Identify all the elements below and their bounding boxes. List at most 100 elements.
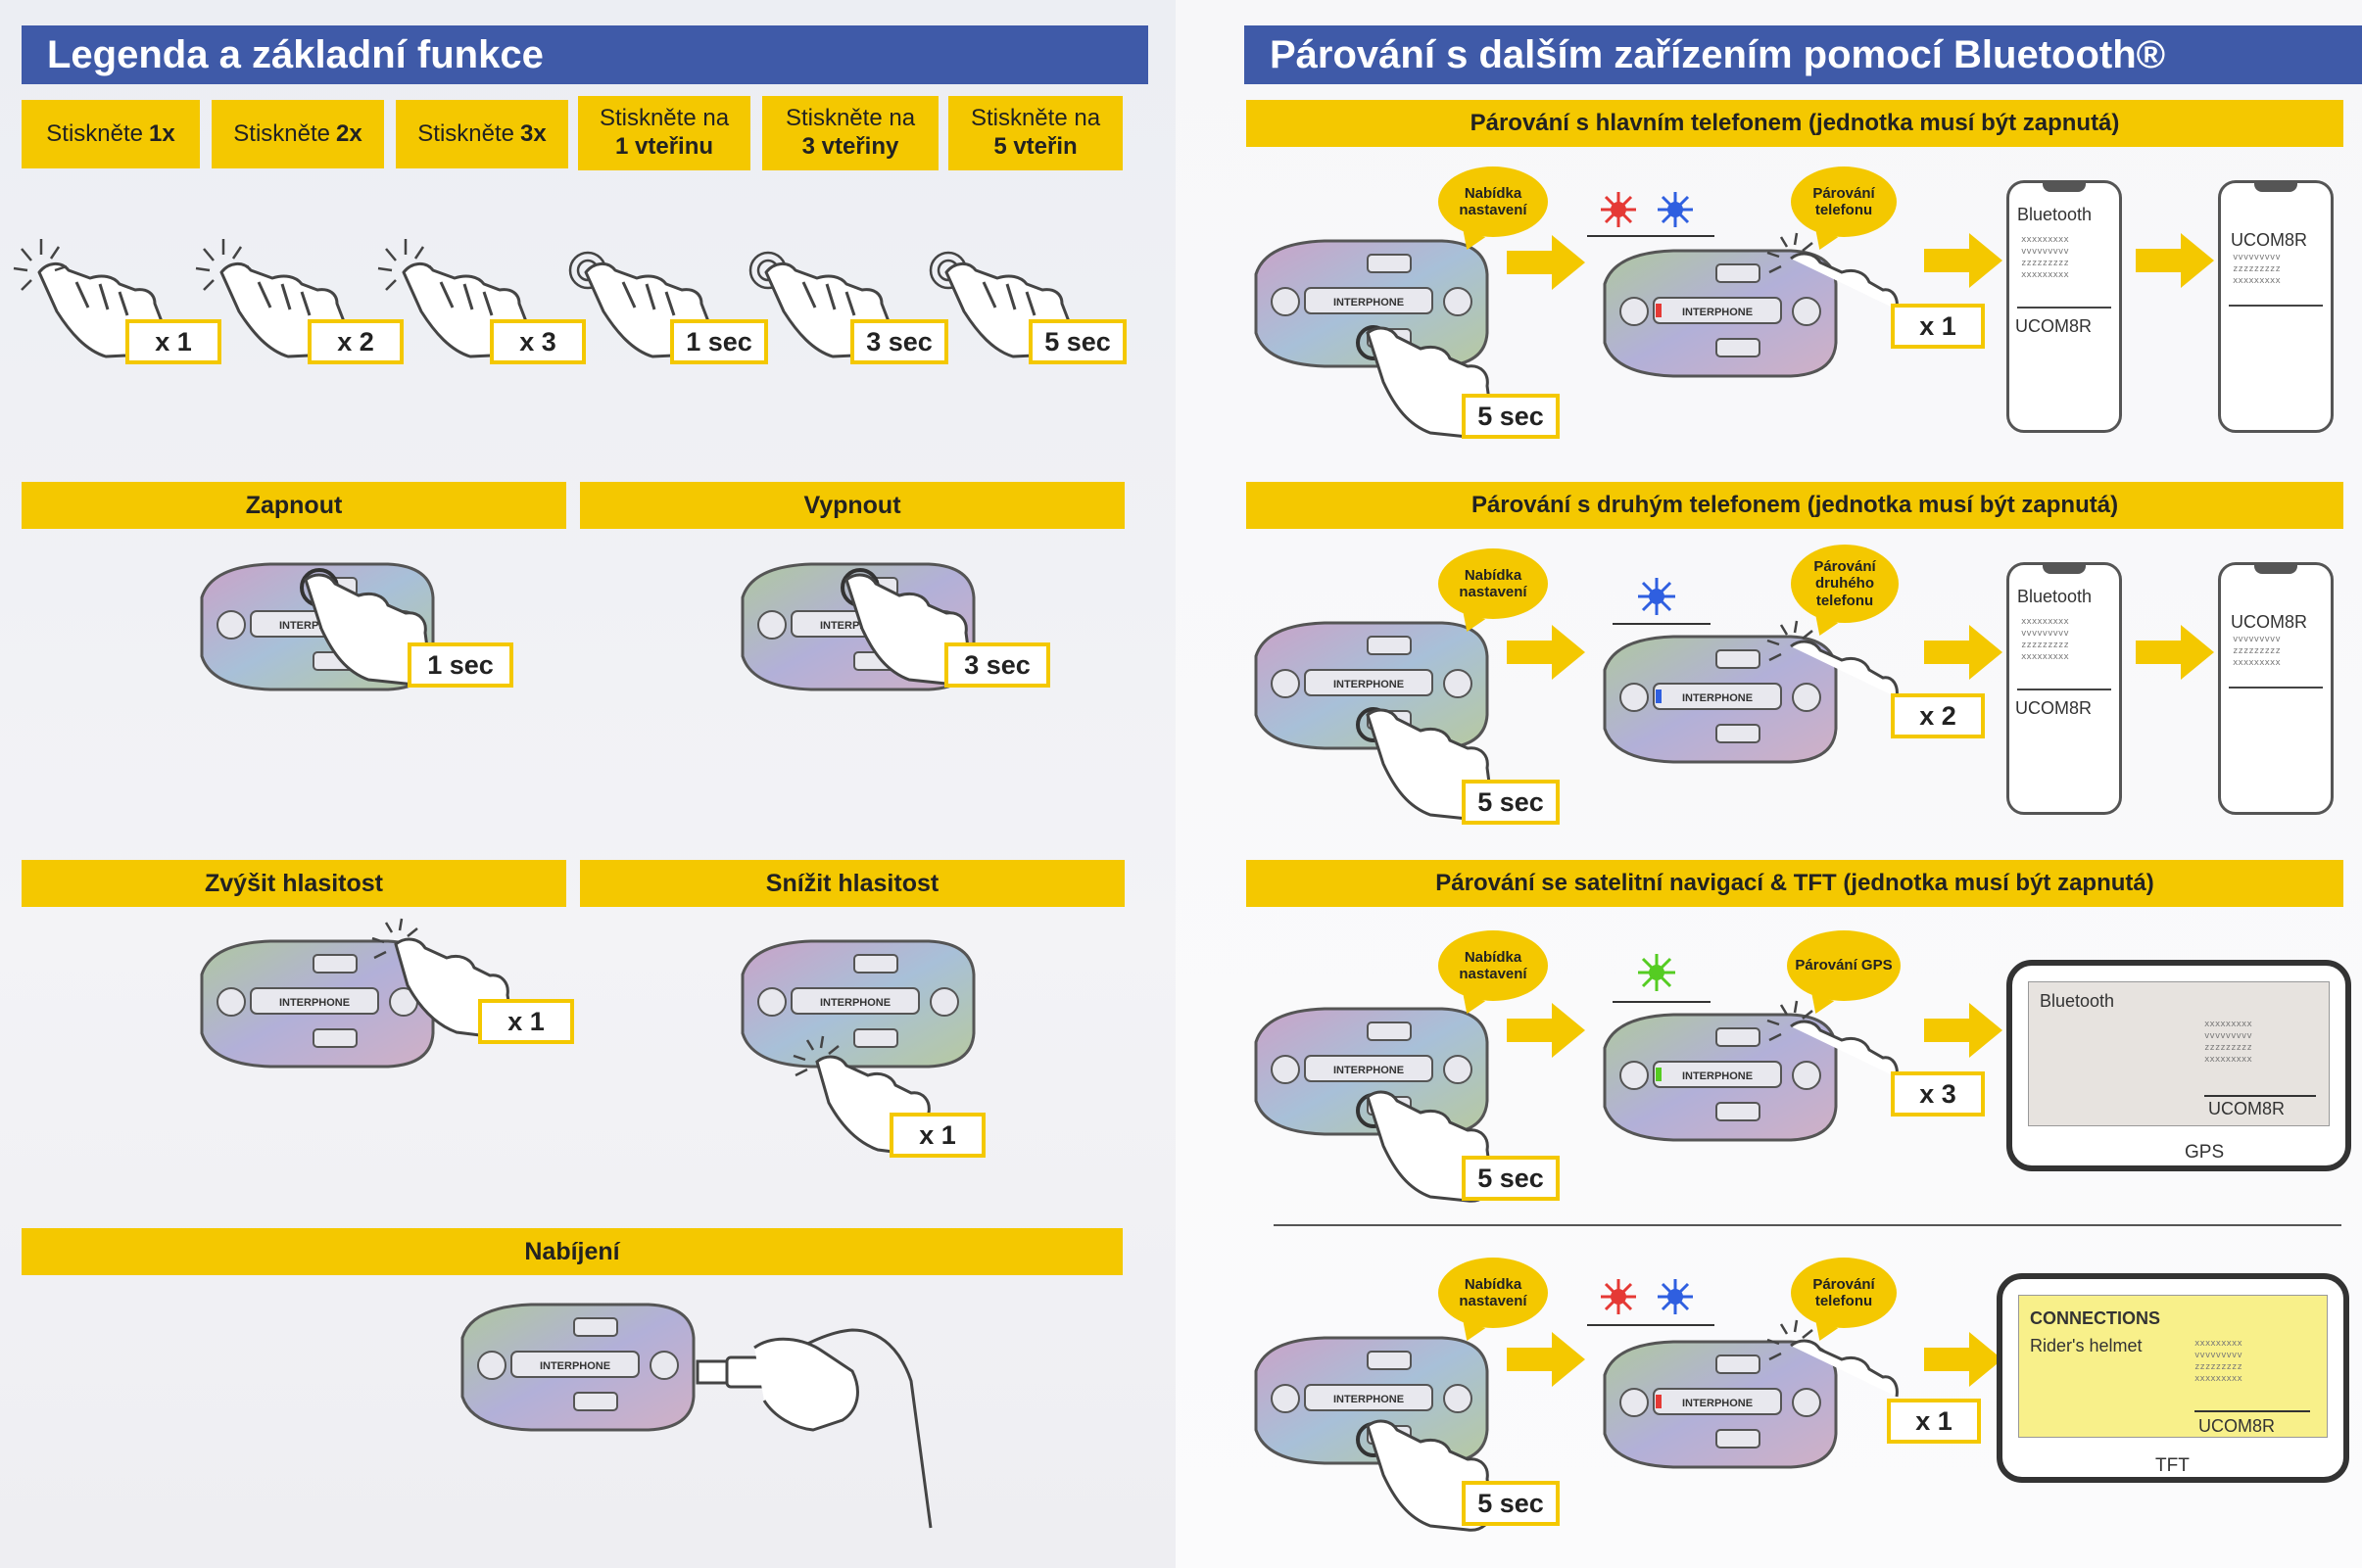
badge-on-1sec: 1 sec bbox=[408, 642, 513, 688]
badge-hold-5sec: 5 sec bbox=[1462, 1481, 1560, 1526]
legend-header: Legenda a základní funkce bbox=[22, 25, 1148, 84]
arrow-right-icon bbox=[1924, 1003, 2002, 1058]
legend-bold: 3x bbox=[520, 119, 547, 147]
phone-device-name: UCOM8R bbox=[2231, 230, 2308, 250]
gps-screen-title: Bluetooth bbox=[2040, 991, 2115, 1011]
legend-bold: 1x bbox=[149, 119, 175, 147]
bubble-settings-menu: Nabídka nastavení bbox=[1438, 930, 1548, 1001]
hand-tap-icon bbox=[1766, 232, 1899, 310]
phone-device-name[interactable]: UCOM8R bbox=[2015, 316, 2093, 336]
arrow-right-icon bbox=[1924, 1332, 2002, 1387]
led-rule bbox=[1587, 1324, 1714, 1326]
hand-press-icon bbox=[304, 573, 431, 686]
intercom-device bbox=[1603, 635, 1838, 764]
phone-device-name[interactable]: UCOM8R bbox=[2015, 698, 2093, 718]
badge-x3: x 3 bbox=[490, 319, 586, 364]
badge-hold-5sec: 5 sec bbox=[1462, 780, 1560, 825]
arrow-right-icon bbox=[2136, 233, 2214, 288]
hand-tap-icon bbox=[1766, 1319, 1899, 1398]
volume-up-bar: Zvýšit hlasitost bbox=[22, 860, 566, 907]
led-rule bbox=[1587, 235, 1714, 237]
pairing-second-phone-bar: Párování s druhým telefonem (jednotka mu… bbox=[1246, 482, 2343, 529]
arrow-right-icon bbox=[1507, 1003, 1585, 1058]
tft-screen-title: CONNECTIONS bbox=[2030, 1308, 2161, 1328]
badge-hold-5sec: 5 sec bbox=[1462, 1156, 1560, 1201]
tft-device-name[interactable]: UCOM8R bbox=[2198, 1416, 2276, 1436]
legend-text: Stiskněte bbox=[46, 119, 143, 147]
section-divider bbox=[1274, 1224, 2341, 1226]
tft-screen-display bbox=[2018, 1295, 2328, 1438]
badge-3sec: 3 sec bbox=[850, 319, 948, 364]
legend-bold: 3 vteřiny bbox=[801, 133, 899, 160]
gps-divider bbox=[2204, 1095, 2316, 1097]
legend-text: Stiskněte na bbox=[599, 105, 730, 132]
badge-1sec: 1 sec bbox=[670, 319, 768, 364]
tft-divider bbox=[2194, 1410, 2310, 1412]
legend-bold: 1 vteřinu bbox=[614, 133, 714, 160]
badge-off-3sec: 3 sec bbox=[944, 642, 1050, 688]
phone-notch bbox=[2043, 564, 2086, 574]
arrow-right-icon bbox=[1507, 625, 1585, 680]
phone-title: Bluetooth bbox=[2017, 587, 2093, 606]
badge-voldown-x1: x 1 bbox=[890, 1113, 986, 1158]
led-green-icon bbox=[1638, 954, 1675, 991]
phone-title: Bluetooth bbox=[2017, 205, 2093, 224]
hand-press-icon bbox=[1366, 1090, 1493, 1203]
badge-press-x1: x 1 bbox=[1891, 304, 1985, 349]
led-rule bbox=[1613, 623, 1711, 625]
hand-press-icon bbox=[1366, 708, 1493, 821]
legend-text: Stiskněte bbox=[417, 119, 514, 147]
bubble-phone-pairing: Párování telefonu bbox=[1791, 166, 1897, 237]
bubble-phone-pairing: Párování telefonu bbox=[1791, 1258, 1897, 1328]
phone-divider bbox=[2229, 687, 2323, 689]
badge-press-x3: x 3 bbox=[1891, 1071, 1985, 1117]
bubble-second-phone-pairing: Párování druhého telefonu bbox=[1791, 545, 1899, 623]
arrow-right-icon bbox=[1507, 235, 1585, 290]
tft-screen-subtitle: Rider's helmet bbox=[2030, 1336, 2143, 1355]
bubble-settings-menu: Nabídka nastavení bbox=[1438, 548, 1548, 619]
hand-press-icon bbox=[1366, 326, 1493, 439]
hand-tap-icon bbox=[1766, 1000, 1899, 1078]
pairing-gps-tft-bar: Párování se satelitní navigací & TFT (je… bbox=[1246, 860, 2343, 907]
hand-press-icon bbox=[844, 573, 972, 686]
intercom-device bbox=[1603, 1013, 1838, 1142]
badge-x2: x 2 bbox=[308, 319, 404, 364]
bubble-gps-pairing: Párování GPS bbox=[1787, 930, 1901, 1001]
bubble-settings-menu: Nabídka nastavení bbox=[1438, 166, 1548, 237]
badge-press-x2: x 2 bbox=[1891, 693, 1985, 738]
phone-divider bbox=[2017, 307, 2111, 309]
right-page: Párování s dalším zařízením pomocí Bluet… bbox=[1176, 0, 2362, 1568]
arrow-right-icon bbox=[2136, 625, 2214, 680]
arrow-right-icon bbox=[1507, 1332, 1585, 1387]
usb-cable-icon bbox=[696, 1328, 933, 1529]
gps-device-name[interactable]: UCOM8R bbox=[2208, 1099, 2286, 1118]
phone-divider bbox=[2229, 305, 2323, 307]
badge-hold-5sec: 5 sec bbox=[1462, 394, 1560, 439]
hand-press-icon bbox=[1366, 1419, 1493, 1532]
phone-device-name: UCOM8R bbox=[2231, 612, 2308, 632]
badge-5sec: 5 sec bbox=[1029, 319, 1127, 364]
intercom-device-charging bbox=[460, 1303, 696, 1432]
volume-down-bar: Snížit hlasitost bbox=[580, 860, 1125, 907]
led-rule bbox=[1613, 1001, 1711, 1003]
phone-notch bbox=[2254, 564, 2297, 574]
legend-text: Stiskněte bbox=[233, 119, 330, 147]
tft-caption: TFT bbox=[2155, 1455, 2190, 1476]
